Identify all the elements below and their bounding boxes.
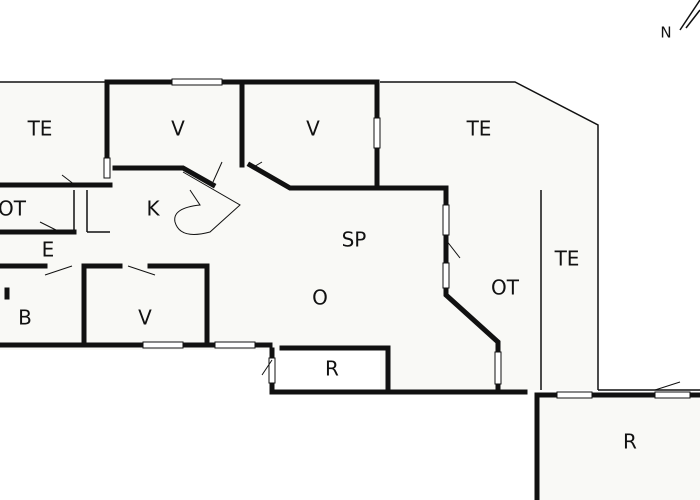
room-fills bbox=[0, 82, 700, 500]
room-label-v-top-right: V bbox=[306, 117, 320, 141]
compass-arrow-icon bbox=[679, 0, 700, 31]
windows bbox=[103, 78, 691, 399]
door-swings bbox=[39, 161, 681, 391]
walls bbox=[0, 79, 700, 500]
compass-north-label: N bbox=[660, 24, 671, 42]
compass: N bbox=[660, 0, 700, 42]
room-label-te-top-right: TE bbox=[466, 117, 492, 141]
room-label-ot-right: OT bbox=[491, 276, 520, 300]
room-label-r-small: R bbox=[325, 357, 339, 381]
room-label-b: B bbox=[18, 306, 32, 330]
room-label-v-top-left: V bbox=[171, 117, 185, 141]
room-label-o: O bbox=[312, 286, 328, 310]
room-label-k: K bbox=[146, 197, 160, 221]
room-label-te-left: TE bbox=[27, 117, 53, 141]
room-labels: TE V V TE OT K E SP O B V OT TE R R bbox=[0, 117, 637, 454]
room-label-ot-left: OT bbox=[0, 197, 27, 221]
room-label-e: E bbox=[42, 238, 55, 262]
room-label-te-right: TE bbox=[554, 247, 580, 271]
room-label-sp: SP bbox=[342, 228, 367, 252]
room-label-r-bottom-right: R bbox=[623, 430, 637, 454]
terrace-outlines bbox=[0, 81, 700, 391]
room-label-v-bottom: V bbox=[138, 306, 152, 330]
